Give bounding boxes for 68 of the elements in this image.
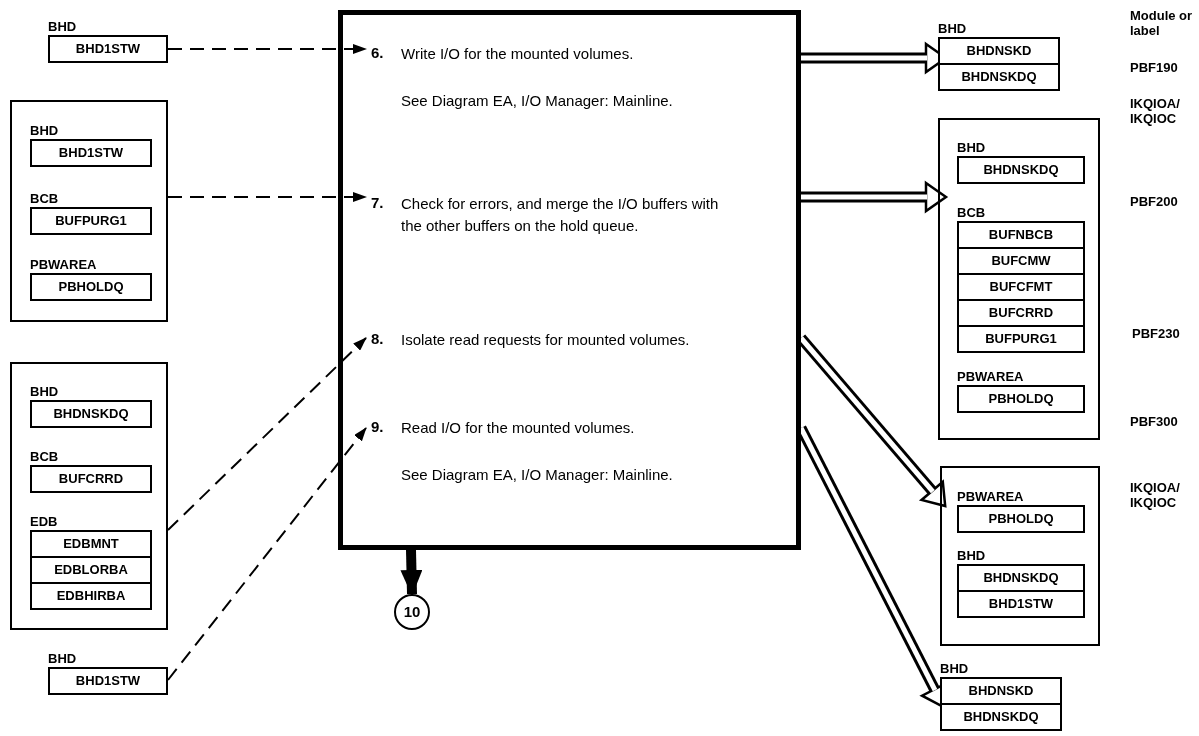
field-name-cell: EDBLORBA	[30, 556, 152, 584]
hollow-arrow	[801, 181, 948, 213]
data-area-box	[10, 362, 168, 630]
step-number: 9.	[371, 417, 385, 437]
data-area-box	[10, 100, 168, 322]
field-name-cell: PBHOLDQ	[30, 273, 152, 301]
block-name-label: BHD	[940, 660, 969, 677]
field-name-cell: BHDNSKD	[938, 37, 1060, 65]
data-area-box	[938, 118, 1100, 440]
field-name-cell: BHDNSKD	[940, 677, 1062, 705]
field-name-cell: BUFCMW	[957, 247, 1085, 275]
block-name-label: BHD	[30, 383, 59, 400]
field-name-cell: EDBHIRBA	[30, 582, 152, 610]
block-name-label: BHD	[30, 122, 59, 139]
field-name-cell: BHDNSKDQ	[938, 63, 1060, 91]
step-number: 8.	[371, 329, 385, 349]
thick-arrow	[400, 549, 423, 596]
step-number: 7.	[371, 193, 385, 213]
step-text: Write I/O for the mounted volumes.	[401, 44, 634, 64]
field-name-cell: EDBMNT	[30, 530, 152, 558]
data-area-box	[940, 466, 1100, 646]
step-number: 6.	[371, 43, 385, 63]
field-name-cell: BUFCFMT	[957, 273, 1085, 301]
block-name-label: BHD	[938, 20, 967, 37]
field-name-cell: PBHOLDQ	[957, 505, 1085, 533]
dashed-arrow	[167, 192, 367, 202]
field-name-cell: BUFCRRD	[30, 465, 152, 493]
field-name-cell: BUFNBCB	[957, 221, 1085, 249]
field-name-cell: BHD1STW	[48, 35, 168, 63]
block-name-label: BHD	[48, 650, 77, 667]
dashed-arrow	[167, 44, 367, 54]
column-heading: Module or label	[1130, 8, 1194, 38]
block-name-label: BHD	[48, 18, 77, 35]
dashed-arrow	[167, 337, 367, 531]
field-name-cell: BHDNSKDQ	[30, 400, 152, 428]
field-name-cell: PBHOLDQ	[957, 385, 1085, 413]
block-name-label: PBWAREA	[30, 256, 97, 273]
module-label: PBF190	[1130, 60, 1179, 75]
step-text: Read I/O for the mounted volumes.	[401, 418, 635, 438]
field-name-cell: BHD1STW	[30, 139, 152, 167]
block-name-label: PBWAREA	[957, 368, 1024, 385]
module-label: PBF300	[1130, 414, 1179, 429]
field-name-cell: BHDNSKDQ	[940, 703, 1062, 731]
field-name-cell: BUFPURG1	[957, 325, 1085, 353]
field-name-cell: BUFCRRD	[957, 299, 1085, 327]
module-label: PBF200	[1130, 194, 1179, 209]
off-page-connector: 10	[394, 594, 430, 630]
module-label: IKQIOA/ IKQIOC	[1130, 480, 1181, 510]
dashed-arrow	[167, 427, 367, 681]
field-name-cell: BHD1STW	[957, 590, 1085, 618]
module-label: PBF230	[1132, 326, 1181, 341]
block-name-label: BCB	[30, 448, 59, 465]
block-name-label: BCB	[30, 190, 59, 207]
block-name-label: EDB	[30, 513, 58, 530]
process-box	[338, 10, 801, 550]
field-name-cell: BHDNSKDQ	[957, 156, 1085, 184]
block-name-label: BCB	[957, 204, 986, 221]
module-label: IKQIOA/ IKQIOC	[1130, 96, 1181, 126]
field-name-cell: BUFPURG1	[30, 207, 152, 235]
reference-note: See Diagram EA, I/O Manager: Mainline.	[401, 465, 673, 485]
block-name-label: BHD	[957, 139, 986, 156]
step-text: Check for errors, and merge the I/O buffers with the other buffers on the hold queue.	[401, 194, 720, 236]
step-text: Isolate read requests for mounted volumes.	[401, 330, 690, 350]
reference-note: See Diagram EA, I/O Manager: Mainline.	[401, 91, 673, 111]
block-name-label: BHD	[957, 547, 986, 564]
field-name-cell: BHD1STW	[48, 667, 168, 695]
field-name-cell: BHDNSKDQ	[957, 564, 1085, 592]
block-name-label: PBWAREA	[957, 488, 1024, 505]
